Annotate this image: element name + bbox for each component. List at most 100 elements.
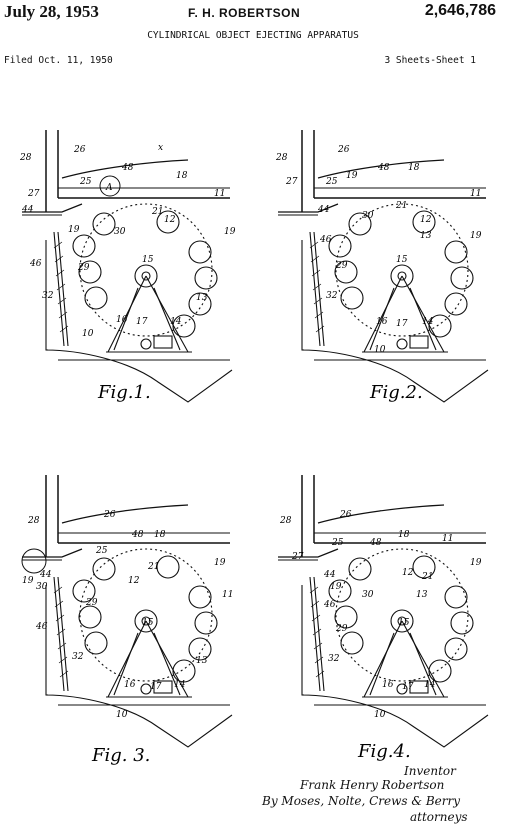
ref-21: 21 bbox=[395, 201, 407, 211]
ref-15: 15 bbox=[142, 618, 154, 628]
ref-21: 21 bbox=[421, 572, 433, 582]
ref-16: 16 bbox=[382, 680, 394, 690]
figure-1-caption: Fig.1. bbox=[97, 382, 151, 403]
ref-17: 17 bbox=[402, 682, 414, 692]
ref-48: 48 bbox=[369, 538, 382, 548]
ref-18: 18 bbox=[408, 163, 420, 173]
figure-3-drawing: 28 26 48 18 19 25 21 19 44 30 12 11 29 1… bbox=[21, 474, 233, 766]
ref-29: 29 bbox=[335, 624, 348, 634]
ref-19b: 19 bbox=[224, 227, 236, 237]
ref-46: 46 bbox=[319, 235, 332, 245]
ref-11: 11 bbox=[214, 189, 225, 199]
sheet-count: 3 Sheets-Sheet 1 bbox=[384, 55, 476, 66]
ref-29: 29 bbox=[77, 263, 90, 273]
ref-19b: 19 bbox=[330, 582, 342, 592]
ref-27: 27 bbox=[291, 552, 304, 562]
ref-11: 11 bbox=[222, 590, 233, 600]
figure-4-drawing: 28 26 18 11 27 25 48 19 44 12 21 19 30 1… bbox=[277, 474, 489, 762]
ref-46: 46 bbox=[35, 622, 48, 632]
ref-32: 32 bbox=[328, 654, 340, 664]
ref-x: x bbox=[158, 143, 163, 153]
ref-27: 27 bbox=[285, 177, 298, 187]
ref-A: A bbox=[105, 183, 113, 193]
attorneys-by: By Moses, Nolte, Crews & Berry bbox=[262, 794, 461, 808]
ref-12: 12 bbox=[420, 215, 432, 225]
ref-18: 18 bbox=[398, 530, 410, 540]
patent-title: CYLINDRICAL OBJECT EJECTING APPARATUS bbox=[147, 30, 359, 41]
ref-14: 14 bbox=[170, 317, 182, 327]
ref-44: 44 bbox=[323, 570, 336, 580]
ref-15: 15 bbox=[396, 255, 408, 265]
ref-28: 28 bbox=[19, 153, 32, 163]
ref-44: 44 bbox=[39, 570, 52, 580]
ref-14: 14 bbox=[422, 317, 434, 327]
ref-16: 16 bbox=[116, 315, 128, 325]
attorneys-label: attorneys bbox=[410, 810, 468, 824]
ref-48: 48 bbox=[377, 163, 390, 173]
ref-19: 19 bbox=[346, 171, 358, 181]
ref-15: 15 bbox=[398, 618, 410, 628]
figure-1-drawing: 28 26 x 48 18 27 25 A 11 44 21 12 19 30 … bbox=[19, 129, 236, 403]
ref-25: 25 bbox=[95, 546, 108, 556]
ref-18: 18 bbox=[176, 171, 188, 181]
inventor-signature: Frank Henry Robertson bbox=[300, 778, 445, 792]
ref-13: 13 bbox=[196, 656, 208, 666]
ref-30: 30 bbox=[114, 227, 126, 237]
patent-date: July 28, 1953 bbox=[4, 2, 99, 21]
ref-28: 28 bbox=[275, 153, 288, 163]
ref-17: 17 bbox=[150, 682, 162, 692]
ref-28: 28 bbox=[279, 516, 292, 526]
ref-26: 26 bbox=[339, 510, 352, 520]
ref-44: 44 bbox=[317, 205, 330, 215]
filed-date: Filed Oct. 11, 1950 bbox=[4, 55, 113, 66]
ref-19: 19 bbox=[68, 225, 80, 235]
inventor-name: F. H. ROBERTSON bbox=[188, 6, 301, 20]
ref-25: 25 bbox=[79, 177, 92, 187]
ref-26: 26 bbox=[103, 510, 116, 520]
ref-21: 21 bbox=[147, 562, 159, 572]
ref-13: 13 bbox=[196, 293, 208, 303]
ref-32: 32 bbox=[326, 291, 338, 301]
ref-10: 10 bbox=[116, 710, 128, 720]
figure-3-caption: Fig. 3. bbox=[91, 745, 150, 766]
ref-14: 14 bbox=[424, 680, 436, 690]
ref-32: 32 bbox=[42, 291, 54, 301]
ref-15: 15 bbox=[142, 255, 154, 265]
ref-16: 16 bbox=[376, 317, 388, 327]
ref-30: 30 bbox=[362, 211, 374, 221]
figure-2-caption: Fig.2. bbox=[369, 382, 423, 403]
ref-29: 29 bbox=[85, 598, 98, 608]
ref-46: 46 bbox=[29, 259, 42, 269]
ref-12: 12 bbox=[402, 568, 414, 578]
ref-19: 19 bbox=[214, 558, 226, 568]
ref-25: 25 bbox=[331, 538, 344, 548]
ref-26: 26 bbox=[73, 145, 86, 155]
ref-19b: 19 bbox=[22, 576, 34, 586]
ref-19: 19 bbox=[470, 558, 482, 568]
ref-16: 16 bbox=[124, 680, 136, 690]
figure-2-drawing: 28 26 48 18 27 25 19 11 44 21 30 12 13 1… bbox=[275, 129, 489, 403]
ref-21: 21 bbox=[151, 207, 163, 217]
ref-10: 10 bbox=[374, 345, 386, 355]
ref-28: 28 bbox=[27, 516, 40, 526]
ref-32: 32 bbox=[72, 652, 84, 662]
inventor-label: Inventor bbox=[404, 764, 456, 778]
ref-48: 48 bbox=[121, 163, 134, 173]
ref-30: 30 bbox=[362, 590, 374, 600]
ref-11: 11 bbox=[442, 534, 453, 544]
ref-14: 14 bbox=[174, 680, 186, 690]
figure-4-caption: Fig.4. bbox=[357, 741, 411, 762]
ref-48: 48 bbox=[131, 530, 144, 540]
ref-17: 17 bbox=[136, 317, 148, 327]
ref-10: 10 bbox=[82, 329, 94, 339]
ref-25: 25 bbox=[325, 177, 338, 187]
ref-12: 12 bbox=[164, 215, 176, 225]
ref-17: 17 bbox=[396, 319, 408, 329]
ref-46: 46 bbox=[323, 600, 336, 610]
ref-30: 30 bbox=[36, 582, 48, 592]
ref-13: 13 bbox=[416, 590, 428, 600]
ref-26: 26 bbox=[337, 145, 350, 155]
patent-number: 2,646,786 bbox=[424, 2, 496, 19]
ref-44: 44 bbox=[21, 205, 34, 215]
ref-18: 18 bbox=[154, 530, 166, 540]
